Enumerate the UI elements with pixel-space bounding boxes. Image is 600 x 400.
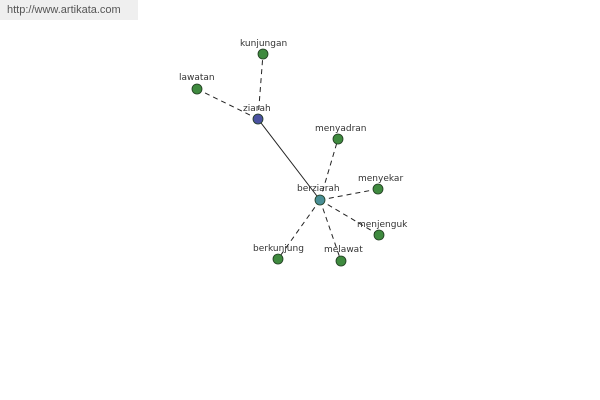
node-circle-menyadran[interactable] [332,133,344,145]
node-label-menyekar[interactable]: menyekar [358,174,403,184]
node-menjenguk[interactable]: menjenguk [357,220,408,241]
node-lawatan[interactable]: lawatan [179,73,215,95]
node-menyadran[interactable]: menyadran [315,124,366,145]
node-circle-lawatan[interactable] [191,83,203,95]
node-circle-melawat[interactable] [335,255,347,267]
edge-berziarah-melawat [319,199,342,262]
edge-ziarah-lawatan [196,88,259,120]
node-kunjungan[interactable]: kunjungan [240,39,287,60]
node-berkunjung[interactable]: berkunjung [253,244,304,265]
node-label-kunjungan[interactable]: kunjungan [240,39,287,49]
node-label-ziarah[interactable]: ziarah [243,104,271,114]
node-label-berkunjung[interactable]: berkunjung [253,244,304,254]
node-label-menyadran[interactable]: menyadran [315,124,366,134]
node-label-menjenguk[interactable]: menjenguk [357,220,408,230]
edge-ziarah-berziarah [257,118,321,201]
node-melawat[interactable]: melawat [324,245,363,267]
edge-berziarah-menyadran [319,138,339,201]
watermark-url[interactable]: http://www.artikata.com [0,0,138,20]
node-label-melawat[interactable]: melawat [324,245,363,255]
node-circle-berkunjung[interactable] [272,253,284,265]
edge-berziarah-menjenguk [319,199,380,236]
edge-berziarah-berkunjung [277,199,321,260]
edge-berziarah-menyekar [319,188,379,201]
edge-ziarah-kunjungan [257,53,264,120]
node-circle-kunjungan[interactable] [257,48,269,60]
node-label-lawatan[interactable]: lawatan [179,73,215,83]
node-circle-menyekar[interactable] [372,183,384,195]
node-circle-menjenguk[interactable] [373,229,385,241]
node-berziarah[interactable]: berziarah [297,184,340,206]
node-label-berziarah[interactable]: berziarah [297,184,340,194]
graph-nodes: ziarah kunjungan lawatan berziarah menyadran… [179,39,408,267]
node-ziarah[interactable]: ziarah [243,104,271,125]
node-menyekar[interactable]: menyekar [358,174,403,195]
node-circle-berziarah[interactable] [314,194,326,206]
node-circle-ziarah[interactable] [252,113,264,125]
graph-edges [196,53,380,262]
